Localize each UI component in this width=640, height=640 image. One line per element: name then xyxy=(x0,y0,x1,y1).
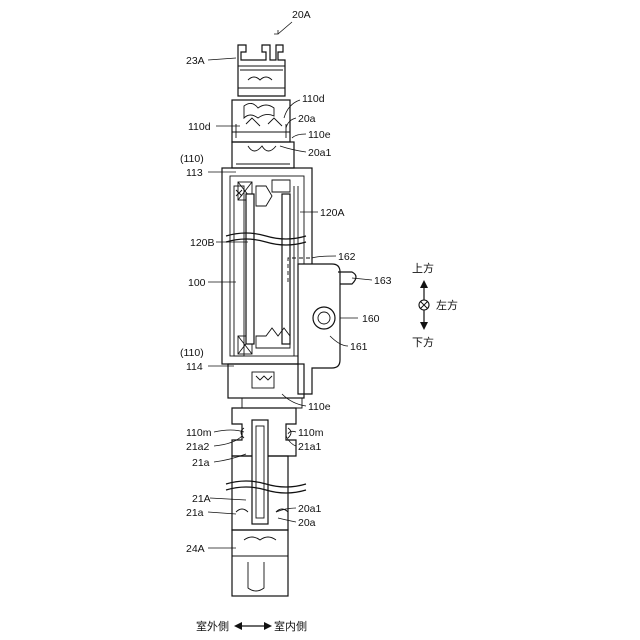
label-163: 163 xyxy=(374,275,392,287)
label-21a2: 21a2 xyxy=(186,441,210,453)
arrow-up-icon xyxy=(420,280,428,288)
label-24A: 24A xyxy=(186,543,205,555)
arrow-down-icon xyxy=(420,322,428,330)
label-110e-bottom: 110e xyxy=(308,401,331,413)
label-20a1-top: 20a1 xyxy=(308,147,332,159)
label-113: 113 xyxy=(186,167,203,179)
label-110d-right: 110d xyxy=(302,93,325,105)
label-120B: 120B xyxy=(190,237,215,249)
label-110m-right: 110m xyxy=(298,427,324,439)
label-20a1-bottom: 20a1 xyxy=(298,503,322,515)
label-100: 100 xyxy=(188,277,206,289)
label-21A: 21A xyxy=(192,493,211,505)
frame-structure xyxy=(222,45,356,596)
direction-left: 左方 xyxy=(436,298,458,312)
lower-glass xyxy=(252,420,268,524)
bottom-rail-114 xyxy=(228,364,304,398)
indoor-outdoor-indicator: 室外側 室内側 xyxy=(196,619,307,633)
label-110m-left: 110m xyxy=(186,427,212,439)
outdoor-side-label: 室外側 xyxy=(196,619,229,633)
label-20a-bottom: 20a xyxy=(298,517,316,529)
label-21a-lower: 21a xyxy=(186,507,204,519)
label-110e-top: 110e xyxy=(308,129,331,141)
direction-up: 上方 xyxy=(412,261,434,275)
label-110-top: (110) xyxy=(180,153,204,165)
arrow-left-icon xyxy=(234,622,242,630)
label-21a-upper: 21a xyxy=(192,457,210,469)
label-110-bottom: (110) xyxy=(180,347,204,359)
direction-indicator: 上方 左方 下方 xyxy=(412,261,458,349)
label-21a1: 21a1 xyxy=(298,441,322,453)
arrow-right-icon xyxy=(264,622,272,630)
label-160: 160 xyxy=(362,313,380,325)
label-120A: 120A xyxy=(320,207,345,219)
glass-pane-120A xyxy=(282,194,290,344)
glass-pane-120B xyxy=(246,194,254,344)
label-20a-top: 20a xyxy=(298,113,316,125)
label-114: 114 xyxy=(186,361,203,373)
label-162: 162 xyxy=(338,251,356,263)
indoor-side-label: 室内側 xyxy=(274,619,307,633)
label-161: 161 xyxy=(350,341,368,353)
label-20A: 20A xyxy=(292,9,311,21)
direction-down: 下方 xyxy=(412,335,434,349)
label-110d-left: 110d xyxy=(188,121,211,133)
label-23A: 23A xyxy=(186,55,205,67)
